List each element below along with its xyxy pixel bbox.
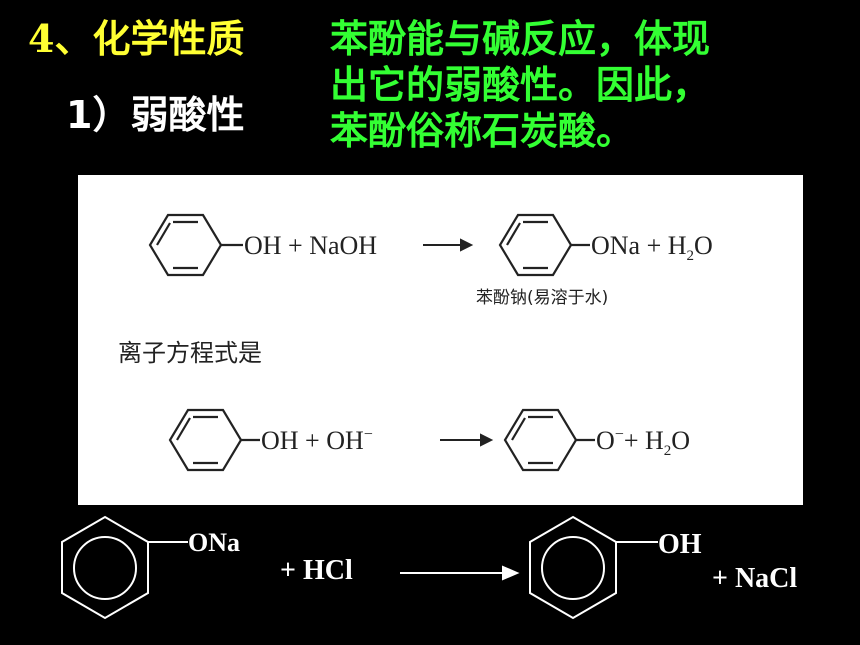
scanned-equation-panel: OH + NaOH ONa + H2O 苯酚钠(易溶于水) 离子方程式是 OH … [78,175,803,505]
bottom-reaction-arrow [400,565,520,581]
benzene-ring-2 [498,213,590,277]
eq1-right-text: ONa + H2O [591,231,713,264]
ionic-equation-label: 离子方程式是 [118,339,262,367]
bottom-plus-hcl: + HCl [280,555,353,586]
sub-title: 1）弱酸性 [66,93,245,137]
eq1-caption: 苯酚钠(易溶于水) [476,288,608,308]
description-text: 苯酚能与碱反应，体现 出它的弱酸性。因此， 苯酚俗称石炭酸。 [330,16,855,154]
eq2-left-text: OH + OH− [261,426,373,455]
eq2-subscript-2: 2 [664,443,672,459]
desc-line-3: 苯酚俗称石炭酸。 [330,109,635,153]
desc-line-1: 苯酚能与碱反应，体现 [330,17,711,61]
section-title: 4、化学性质 [28,16,245,61]
bottom-plus-nacl: + NaCl [712,563,797,594]
desc-line-2: 出它的弱酸性。因此， [330,63,711,107]
eq2-water-o: O [671,426,690,455]
eq2-plus-h: + H [624,426,664,455]
bottom-equation-svg: ONa + HCl OH + NaCl [61,515,797,620]
eq2-right-text: O−+ H2O [596,426,690,459]
scanned-equations-svg: OH + NaOH ONa + H2O 苯酚钠(易溶于水) 离子方程式是 OH … [118,213,713,472]
eq2-right-o: O [596,426,615,455]
eq1-water-o: O [694,231,713,260]
reaction-arrow-2 [440,433,494,447]
eq2-left-minus: − [364,426,373,443]
bottom-reactant-group: ONa [188,528,240,557]
benzene-ring-4 [503,408,595,472]
reaction-arrow-1 [423,238,474,252]
benzene-ring-3 [168,408,260,472]
eq1-right-group: ONa + H [591,231,687,260]
bottom-product-group: OH [658,529,702,560]
benzene-ring-1 [148,213,243,277]
eq1-subscript-2: 2 [687,248,695,264]
bottom-benzene-ring-2 [529,515,658,620]
eq2-right-minus: − [615,426,624,443]
eq2-left-oh: OH + OH [261,426,364,455]
bottom-benzene-ring-1 [61,515,188,620]
eq1-left-text: OH + NaOH [244,231,377,260]
